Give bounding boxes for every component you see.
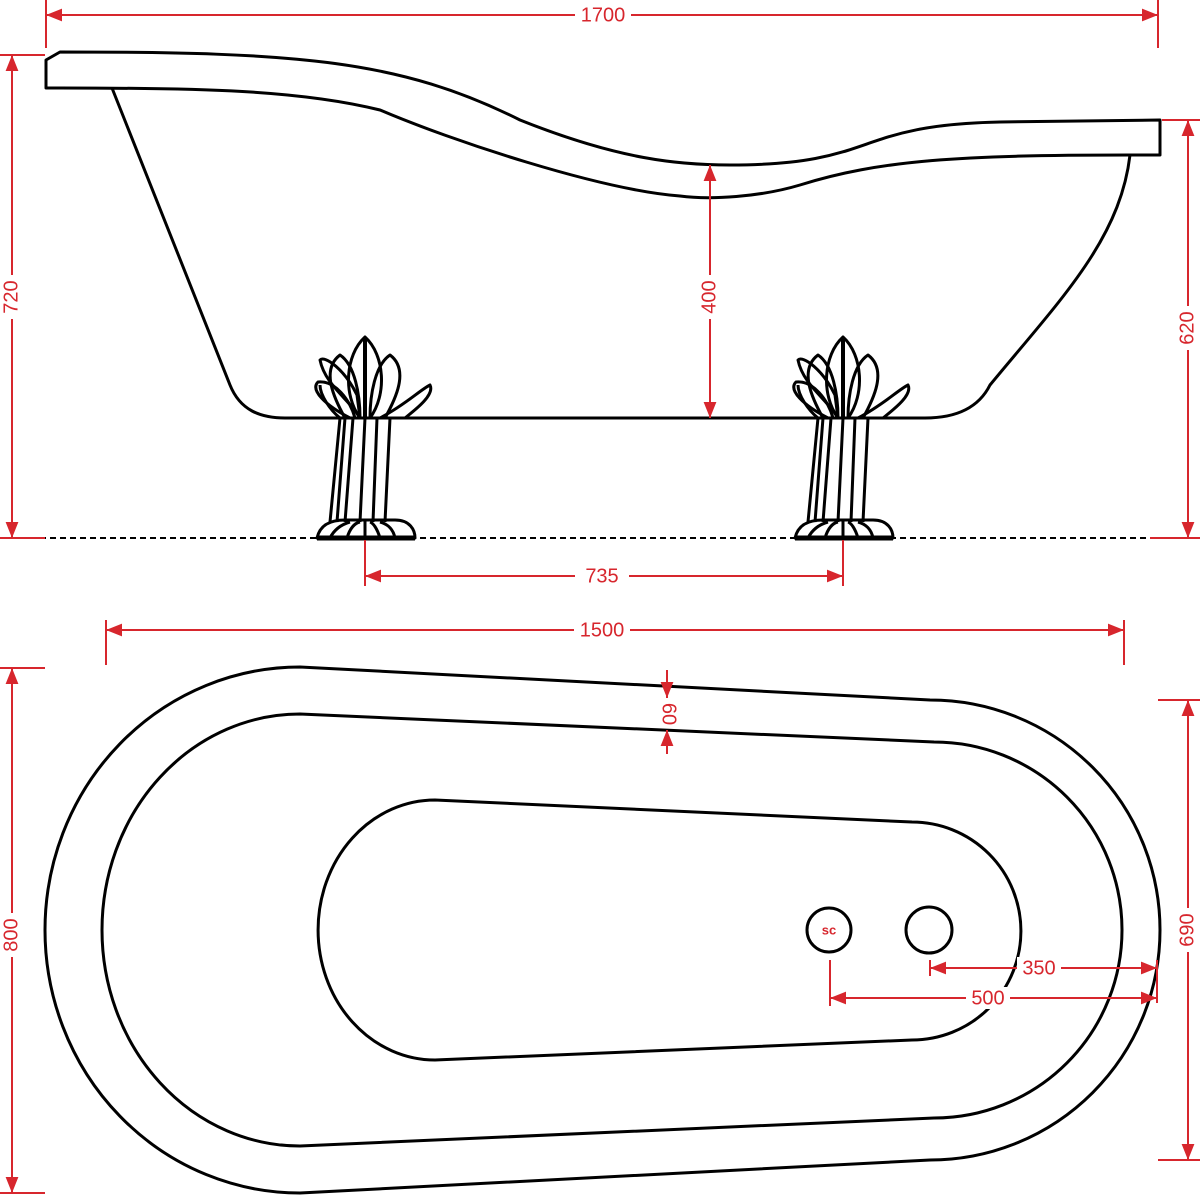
dim-length-1700: 1700 <box>45 0 1159 48</box>
label-800: 800 <box>0 918 22 951</box>
dim-depth-400: 400 <box>698 165 720 418</box>
label-60: 60 <box>658 703 680 725</box>
label-1700: 1700 <box>581 4 626 26</box>
overflow-circle <box>805 906 853 954</box>
dim-height-720: 720 <box>0 54 45 539</box>
label-1500: 1500 <box>580 619 625 641</box>
claw-foot-left <box>316 337 431 538</box>
label-620: 620 <box>1176 311 1198 344</box>
claw-foot-right <box>794 337 909 538</box>
dim-length-1500: 1500 <box>105 619 1125 665</box>
dim-width-800: 800 <box>0 667 45 1194</box>
inner-rim <box>100 712 1124 1148</box>
dim-width-690: 690 <box>1158 699 1200 1161</box>
side-view-tub <box>44 50 1162 420</box>
top-view-tub: sc <box>43 665 1162 1195</box>
basin <box>316 798 1023 1062</box>
label-350: 350 <box>1022 957 1055 979</box>
label-500: 500 <box>971 987 1004 1009</box>
dim-drain-350: 350 <box>929 957 1158 1003</box>
overflow-label: sc <box>822 922 836 937</box>
label-720: 720 <box>0 280 22 313</box>
label-400: 400 <box>698 280 720 313</box>
outer-outline <box>43 665 1162 1195</box>
label-735: 735 <box>585 565 618 587</box>
label-690: 690 <box>1176 913 1198 946</box>
dim-rim-60: 60 <box>658 670 680 754</box>
drain-circle <box>904 905 954 955</box>
dim-overflow-500: 500 <box>829 960 1157 1009</box>
dim-height-620: 620 <box>1150 119 1200 539</box>
dim-legs-735: 735 <box>364 540 844 587</box>
